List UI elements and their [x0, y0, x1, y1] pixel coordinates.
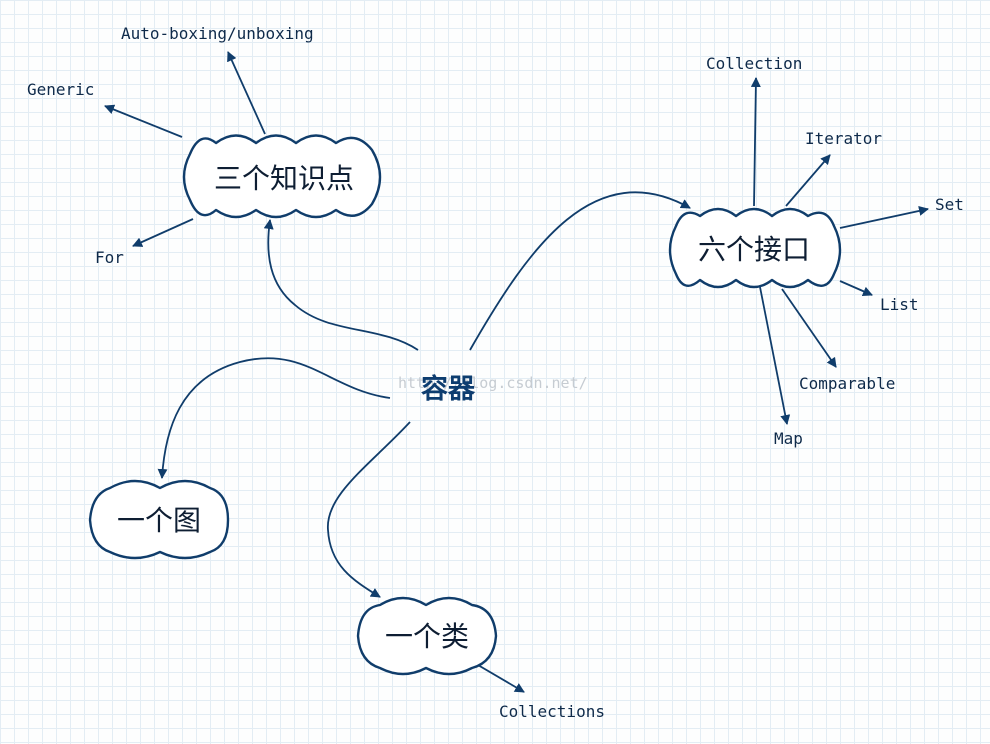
node-knowledge-points[interactable]: 三个知识点 — [182, 134, 382, 219]
cloud-shape — [88, 479, 230, 560]
edge-to-map — [759, 286, 791, 425]
edge-to-set — [839, 206, 929, 229]
edge-to-list — [839, 280, 873, 296]
leaf-autoboxing: Auto-boxing/unboxing — [121, 24, 314, 43]
edge-center-to-class — [327, 421, 411, 598]
leaf-set: Set — [935, 195, 964, 214]
leaf-comparable: Comparable — [799, 374, 895, 393]
cloud-shape — [356, 596, 498, 676]
node-class[interactable]: 一个类 — [356, 596, 498, 676]
edge-center-to-knowledge-points — [263, 219, 419, 351]
leaf-for: For — [95, 248, 124, 267]
node-interfaces[interactable]: 六个接口 — [668, 207, 842, 289]
center-node-label: 容器 — [421, 373, 476, 405]
edge-center-to-interfaces — [469, 191, 691, 351]
edge-center-to-graph — [157, 357, 391, 479]
node-knowledge-points-label: 三个知识点 — [214, 162, 354, 195]
edge-to-generic — [104, 104, 183, 138]
edge-to-comparable — [781, 288, 837, 368]
leaf-collection: Collection — [706, 54, 802, 73]
leaf-iterator: Iterator — [805, 129, 882, 148]
cloud-shape — [182, 134, 382, 219]
edge-to-for — [132, 218, 194, 247]
node-interfaces-label: 六个接口 — [698, 233, 810, 266]
edge-to-autoboxing — [227, 51, 266, 135]
leaf-list: List — [880, 295, 919, 314]
edge-to-collection — [750, 77, 761, 207]
edge-to-iterator — [785, 154, 831, 207]
node-class-label: 一个类 — [385, 620, 469, 653]
leaf-generic: Generic — [27, 80, 94, 99]
node-graph-label: 一个图 — [117, 504, 201, 537]
leaf-collections: Collections — [499, 702, 605, 721]
node-graph[interactable]: 一个图 — [88, 479, 230, 560]
cloud-shape — [668, 207, 842, 289]
leaf-map: Map — [774, 429, 803, 448]
watermark-text: http://blog.csdn.net/ — [398, 374, 588, 392]
